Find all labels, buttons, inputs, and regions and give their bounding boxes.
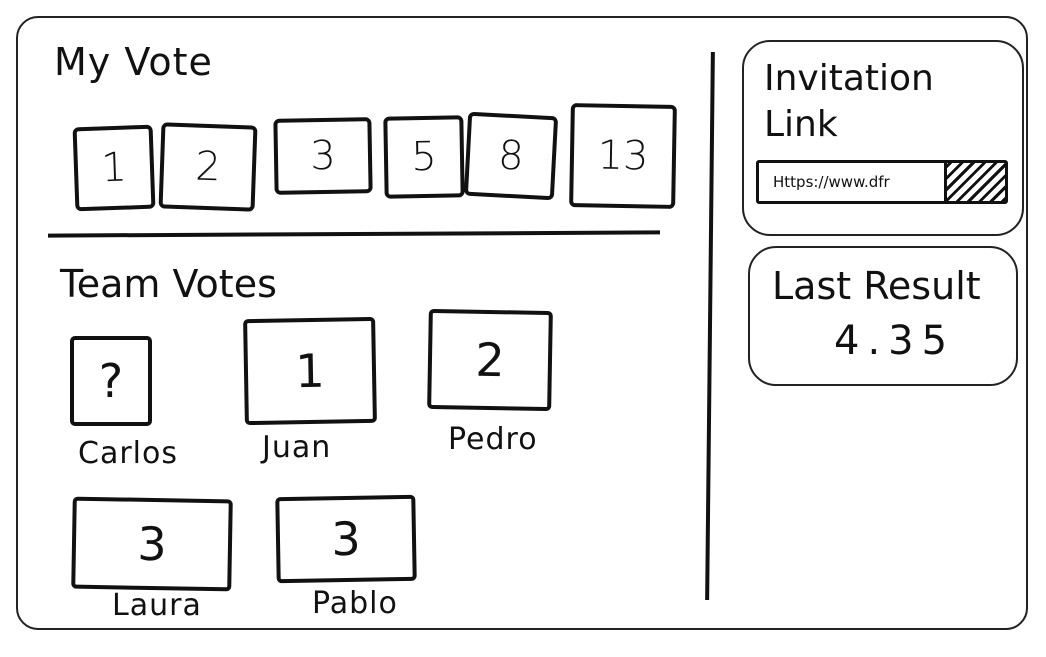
member-vote-card: 3	[275, 494, 417, 584]
vote-card-3[interactable]: 3	[273, 117, 373, 195]
member-name: Pedro	[448, 422, 538, 457]
invitation-link-field[interactable]: Https://www.dfr	[756, 160, 1008, 204]
vote-card-value: 8	[497, 132, 525, 180]
invitation-link-text[interactable]: Https://www.dfr	[773, 173, 890, 191]
invitation-panel: Invitation Link Https://www.dfr	[742, 40, 1024, 236]
vote-card-value: 13	[597, 132, 649, 180]
member-vote-card: 1	[243, 316, 377, 426]
member-vote-card: 2	[427, 308, 553, 412]
vote-card-2[interactable]: 2	[158, 122, 258, 212]
vote-card-row: 1 2 3 5 8 13	[72, 103, 680, 214]
app-window	[16, 16, 1028, 630]
invitation-title: Invitation Link	[764, 58, 934, 145]
my-vote-title: My Vote	[54, 40, 213, 84]
last-result-value: 4.35	[834, 318, 956, 364]
vote-card-value: 1	[100, 144, 128, 192]
last-result-panel: Last Result 4.35	[748, 246, 1018, 386]
copy-icon[interactable]	[944, 163, 1005, 201]
vote-card-1[interactable]: 1	[72, 124, 156, 212]
team-votes-title: Team Votes	[60, 262, 277, 306]
member-vote-card: ?	[70, 336, 152, 426]
member-name: Carlos	[78, 436, 178, 471]
last-result-title: Last Result	[772, 264, 981, 308]
vote-card-13[interactable]: 13	[569, 103, 677, 209]
vote-card-8[interactable]: 8	[463, 111, 559, 201]
member-name: Laura	[112, 588, 202, 623]
member-vote-card: 3	[71, 496, 233, 592]
vote-card-value: 2	[194, 143, 222, 191]
member-name: Pablo	[312, 586, 398, 621]
vote-card-5[interactable]: 5	[383, 115, 465, 199]
vote-card-value: 5	[410, 133, 438, 181]
member-name: Juan	[262, 430, 332, 465]
vote-card-value: 3	[309, 132, 337, 180]
